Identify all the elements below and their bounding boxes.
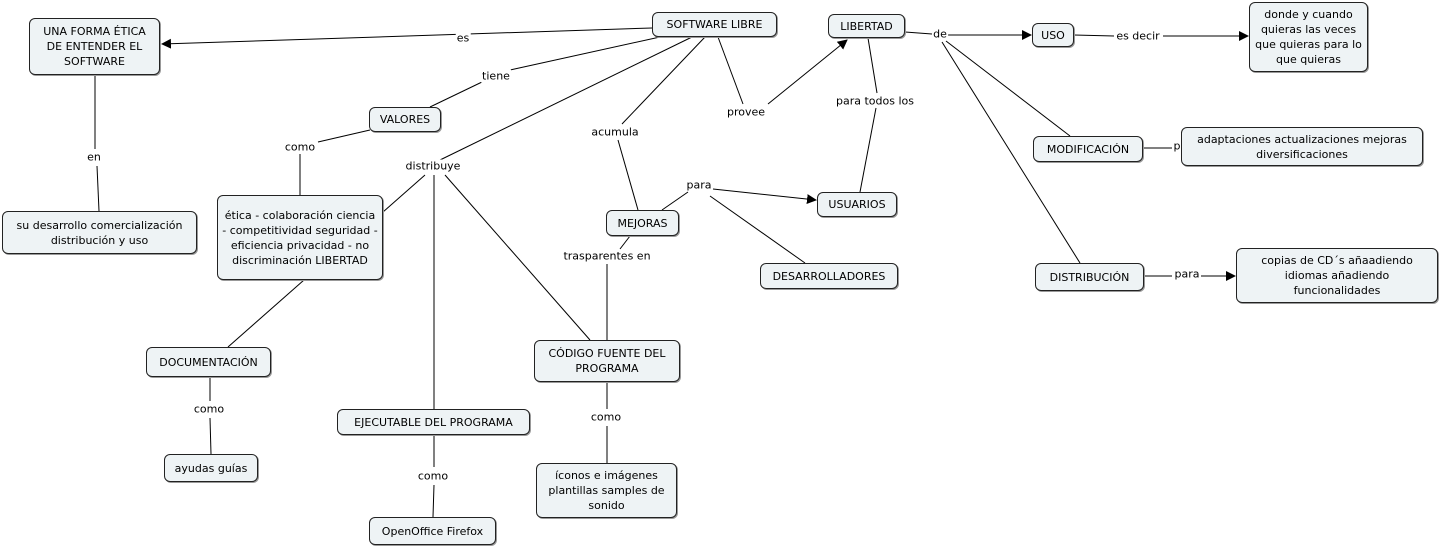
concept-software-libre[interactable]: SOFTWARE LIBRE — [652, 12, 777, 37]
concept-copias[interactable]: copias de CD´s añaadiendo idiomas añadie… — [1236, 248, 1438, 303]
concept-libertad[interactable]: LIBERTAD — [828, 14, 905, 38]
concept-codigo-fuente[interactable]: CÓDIGO FUENTE DEL PROGRAMA — [534, 340, 680, 382]
concept-donde-y-cuando[interactable]: donde y cuando quieras las veces que qui… — [1249, 2, 1368, 72]
concept-usuarios[interactable]: USUARIOS — [817, 192, 897, 217]
link-label-como: como — [416, 469, 450, 483]
concept-distribucion[interactable]: DISTRIBUCIÓN — [1035, 263, 1144, 291]
link-label-en: en — [86, 150, 102, 164]
concept-forma-etica[interactable]: UNA FORMA ÉTICA DE ENTENDER EL SOFTWARE — [29, 18, 160, 75]
concept-iconos[interactable]: íconos e imágenes plantillas samples de … — [536, 463, 677, 518]
concept-desarrollo[interactable]: su desarrollo comercialización distribuc… — [2, 211, 197, 254]
link-label-para-todos-los: para todos los — [835, 94, 915, 108]
link-label-como: como — [589, 410, 623, 424]
link-label-trasparentes-en: trasparentes en — [562, 249, 652, 263]
link-label-para: para — [685, 178, 713, 192]
link-label-como: como — [192, 402, 226, 416]
link-label-distribuye: distribuye — [404, 159, 462, 173]
link-label-p: p — [1172, 139, 1182, 153]
concept-desarrolladores[interactable]: DESARROLLADORES — [760, 263, 898, 289]
link-label-tiene: tiene — [481, 69, 511, 83]
link-label-para: para — [1173, 267, 1201, 281]
concept-ayudas-guias[interactable]: ayudas guías — [164, 454, 258, 482]
concept-etica[interactable]: ética - colaboración ciencia - competiti… — [217, 195, 383, 280]
concept-modificacion[interactable]: MODIFICACIÓN — [1033, 136, 1143, 162]
concept-mejoras[interactable]: MEJORAS — [606, 210, 679, 236]
link-label-provee: provee — [725, 105, 767, 119]
link-label-de: de — [932, 27, 948, 41]
concept-ejecutable[interactable]: EJECUTABLE DEL PROGRAMA — [337, 409, 530, 435]
concept-uso[interactable]: USO — [1032, 23, 1074, 47]
link-label-es: es — [455, 31, 471, 45]
link-label-como: como — [283, 140, 317, 154]
concept-adaptaciones[interactable]: adaptaciones actualizaciones mejoras div… — [1181, 127, 1423, 166]
concept-documentacion[interactable]: DOCUMENTACIÓN — [146, 347, 271, 377]
concept-openoffice-firefox[interactable]: OpenOffice Firefox — [369, 517, 496, 545]
link-label-es-decir: es decir — [1115, 29, 1161, 43]
concept-valores[interactable]: VALORES — [369, 107, 441, 132]
link-label-acumula: acumula — [590, 125, 640, 139]
